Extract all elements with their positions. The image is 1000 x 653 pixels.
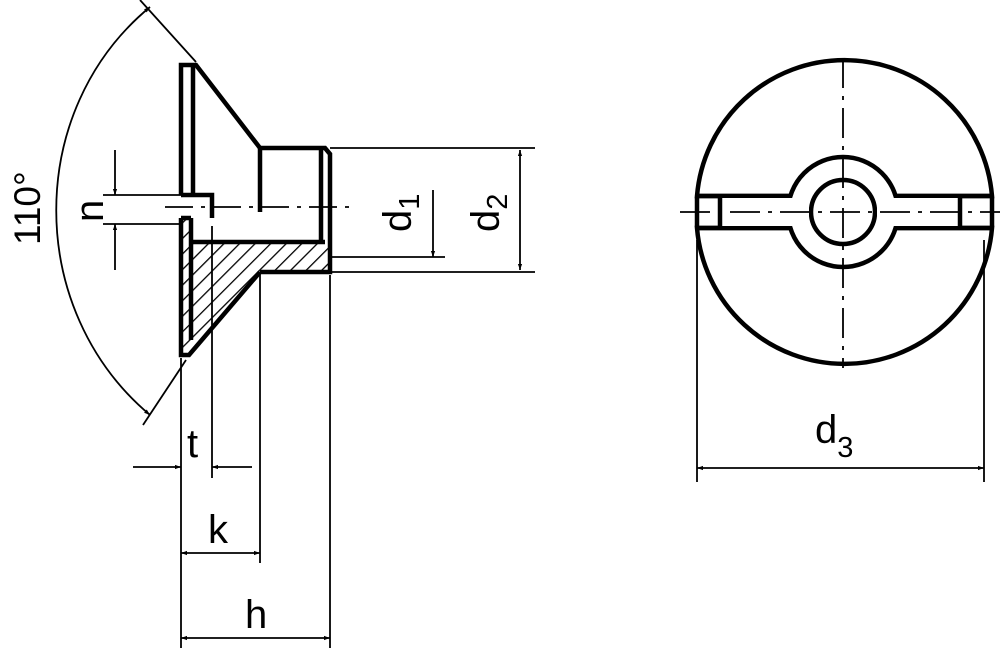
angle-arc bbox=[55, 6, 151, 416]
outer-circle-lower bbox=[694, 225, 995, 367]
d3-dimension bbox=[696, 240, 985, 482]
d3-label: d3 bbox=[815, 408, 853, 464]
d1-dimension bbox=[330, 190, 445, 258]
d1-label: d1 bbox=[376, 194, 426, 232]
h-label: h bbox=[245, 593, 267, 637]
k-label: k bbox=[208, 508, 229, 552]
angle-extension-top bbox=[139, 0, 197, 63]
slot-edge bbox=[181, 192, 215, 218]
d2-dimension bbox=[330, 147, 535, 273]
n-label: n bbox=[68, 200, 112, 222]
head-outline-lower bbox=[178, 218, 262, 358]
head-outline-upper bbox=[178, 62, 262, 195]
angle-label: 110° bbox=[7, 171, 48, 245]
angle-extension-bottom bbox=[142, 359, 187, 426]
section-hatch bbox=[181, 218, 330, 355]
top-view: d3 bbox=[680, 57, 1000, 482]
outer-circle-upper bbox=[694, 57, 995, 199]
shank-outline bbox=[257, 145, 333, 275]
d2-label: d2 bbox=[464, 194, 514, 232]
n-dimension bbox=[103, 150, 181, 270]
t-label: t bbox=[187, 422, 198, 466]
side-view: 110° n d1 d2 bbox=[7, 0, 535, 648]
